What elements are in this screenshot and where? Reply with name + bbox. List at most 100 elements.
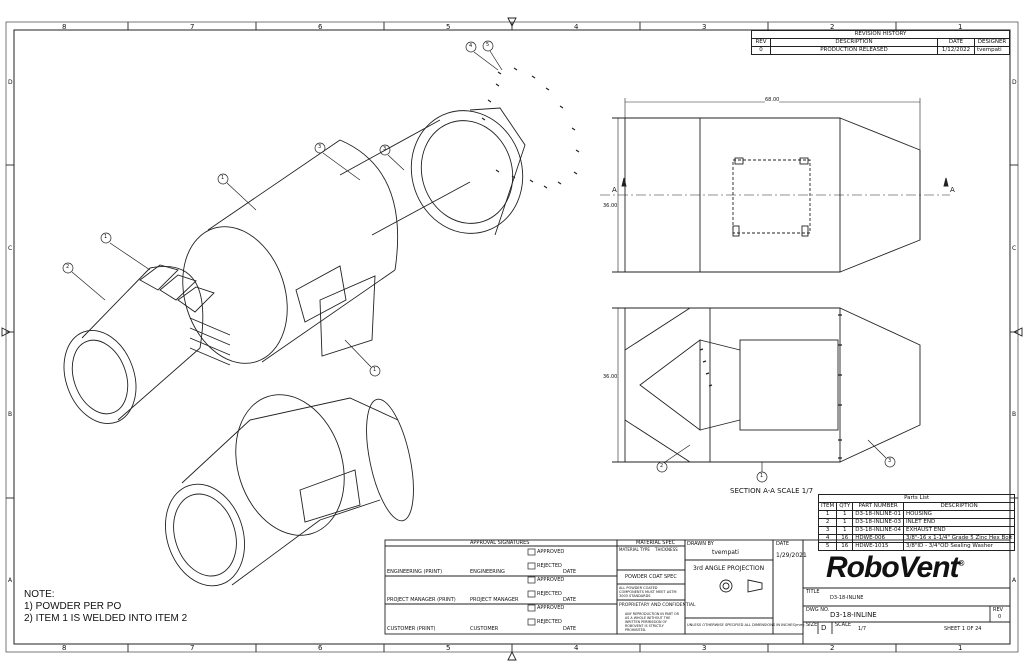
zone-col-8-bottom: 8 bbox=[62, 644, 67, 652]
parts-cell: 3/8"-16 x 1-1/4" Grade 5 Zinc Hex Bolt bbox=[902, 534, 1016, 543]
section-balloon-2: 2 bbox=[660, 463, 664, 469]
rev-header-designer: DESIGNER bbox=[974, 38, 1010, 47]
parts-cell: EXHAUST END bbox=[902, 526, 1016, 535]
tolerance-note: UNLESS OTHERWISE SPECIFIED ALL DIMENSION… bbox=[687, 623, 805, 627]
parts-cell: D3-18-INLINE-03 bbox=[852, 518, 904, 527]
zone-row-c-right: C bbox=[1012, 245, 1017, 252]
logo-registered: ® bbox=[958, 559, 965, 568]
balloon-2: 2 bbox=[66, 264, 70, 270]
scale-value: 1/7 bbox=[858, 626, 867, 632]
parts-cell: 5 bbox=[817, 542, 838, 551]
scale-label: SCALE bbox=[835, 622, 852, 628]
note-line-2: 2) ITEM 1 IS WELDED INTO ITEM 2 bbox=[24, 613, 188, 624]
section-balloon-3: 3 bbox=[888, 458, 892, 464]
rev-header-rev: REV bbox=[751, 38, 771, 47]
note-title: NOTE: bbox=[24, 589, 55, 600]
rev-value: 0 bbox=[998, 614, 1002, 620]
approval-title: APPROVAL SIGNATURES bbox=[470, 540, 530, 546]
balloon-5: 5 bbox=[486, 42, 490, 48]
section-marker-left: A bbox=[612, 186, 617, 194]
zone-row-a: A bbox=[8, 577, 13, 584]
projection-label: 3rd ANGLE PROJECTION bbox=[693, 565, 765, 572]
zone-row-b-right: B bbox=[1012, 411, 1017, 418]
parts-header-part-number: PART NUMBER bbox=[852, 502, 904, 511]
note-line-1: 1) POWDER PER PO bbox=[24, 601, 122, 612]
revision-history-title: REVISION HISTORY bbox=[751, 30, 1010, 39]
approval-eng-print: ENGINEERING (PRINT) bbox=[387, 569, 443, 575]
parts-cell: HDWE-1015 bbox=[852, 542, 904, 551]
rev-header-date: DATE bbox=[937, 38, 975, 47]
approval-cust-sign: CUSTOMER bbox=[470, 626, 499, 632]
balloon-1a: 1 bbox=[221, 175, 225, 181]
parts-cell: D3-18-INLINE-04 bbox=[852, 526, 904, 535]
section-balloon-1: 1 bbox=[760, 473, 764, 479]
approval-eng-sign: ENGINEERING bbox=[470, 569, 505, 575]
section-marker-right: A bbox=[950, 186, 955, 194]
parts-list-table: Parts List ITEM QTY PART NUMBER DESCRIPT… bbox=[817, 494, 1016, 551]
parts-cell: 3/8"ID - 3/4"OD Sealing Washer bbox=[902, 542, 1016, 551]
rev-cell: 1/12/2022 bbox=[937, 46, 975, 55]
parts-cell: 4 bbox=[817, 534, 838, 543]
zone-col-2: 2 bbox=[830, 23, 835, 31]
parts-cell: 2 bbox=[817, 518, 838, 527]
parts-header-qty: QTY bbox=[836, 502, 854, 511]
parts-cell: 1 bbox=[817, 510, 838, 519]
rev-header-description: DESCRIPTION bbox=[770, 38, 938, 47]
sheet-count: SHEET 1 OF 24 bbox=[944, 626, 982, 632]
check-label[interactable]: REJECTED bbox=[537, 619, 562, 625]
dim-height-bottom: 36.00 bbox=[603, 374, 618, 380]
dim-width: 68.00 bbox=[765, 97, 780, 103]
zone-col-8: 8 bbox=[62, 23, 67, 31]
parts-cell: 16 bbox=[836, 542, 854, 551]
check-label[interactable]: APPROVED bbox=[537, 605, 565, 611]
parts-list-title: Parts List bbox=[817, 494, 1016, 503]
zone-col-1: 1 bbox=[958, 23, 963, 31]
check-label[interactable]: APPROVED bbox=[537, 577, 565, 583]
zone-col-4: 4 bbox=[574, 23, 579, 31]
size-label: SIZE bbox=[806, 622, 818, 628]
balloon-4: 4 bbox=[469, 43, 473, 49]
check-label[interactable]: APPROVED bbox=[537, 549, 565, 555]
title-value: D3-18-INLINE bbox=[830, 595, 864, 601]
parts-cell: HOUSING bbox=[902, 510, 1016, 519]
rev-cell: 0 bbox=[751, 46, 771, 55]
zone-col-7: 7 bbox=[190, 23, 195, 31]
material-spec-title: MATERIAL SPEC bbox=[636, 540, 676, 546]
zone-row-a-right: A bbox=[1012, 577, 1017, 584]
revision-history-table: REVISION HISTORY REV DESCRIPTION DATE DE… bbox=[751, 30, 1010, 55]
section-label: SECTION A-A SCALE 1/7 bbox=[730, 487, 814, 495]
zone-col-5: 5 bbox=[446, 23, 451, 31]
check-label[interactable]: REJECTED bbox=[537, 563, 562, 569]
parts-cell: INLET END bbox=[902, 518, 1016, 527]
check-label[interactable]: REJECTED bbox=[537, 591, 562, 597]
dwg-no-value: D3-18-INLINE bbox=[830, 611, 877, 619]
zone-col-6-bottom: 6 bbox=[318, 644, 323, 652]
table-row: 0 PRODUCTION RELEASED 1/12/2022 tvempati bbox=[751, 46, 1010, 55]
parts-cell: 1 bbox=[836, 518, 854, 527]
proprietary-title: PROPRIETARY AND CONFIDENTIAL bbox=[619, 603, 696, 608]
approval-pm-print: PROJECT MANAGER (PRINT) bbox=[387, 597, 456, 603]
balloon-3a: 3 bbox=[383, 146, 387, 152]
zone-row-d: D bbox=[8, 79, 13, 86]
material-type-label: MATERIAL TYPE bbox=[619, 547, 650, 552]
parts-cell: 3 bbox=[817, 526, 838, 535]
parts-header-item: ITEM bbox=[817, 502, 838, 511]
zone-col-7-bottom: 7 bbox=[190, 644, 195, 652]
zone-col-5-bottom: 5 bbox=[446, 644, 451, 652]
thickness-label: THICKNESS bbox=[655, 547, 678, 552]
rev-cell: tvempati bbox=[974, 46, 1010, 55]
drawn-date: 1/29/2021 bbox=[776, 552, 807, 559]
approval-eng-date: DATE bbox=[563, 569, 577, 575]
approval-pm-date: DATE bbox=[563, 597, 577, 603]
general-notes: NOTE: 1) POWDER PER PO 2) ITEM 1 IS WELD… bbox=[24, 589, 187, 625]
dim-height-top: 36.00 bbox=[603, 203, 618, 209]
parts-cell: 16 bbox=[836, 534, 854, 543]
logo-text: RoboVent bbox=[826, 551, 960, 584]
parts-cell: 1 bbox=[836, 526, 854, 535]
approval-pm-sign: PROJECT MANAGER bbox=[470, 597, 519, 603]
